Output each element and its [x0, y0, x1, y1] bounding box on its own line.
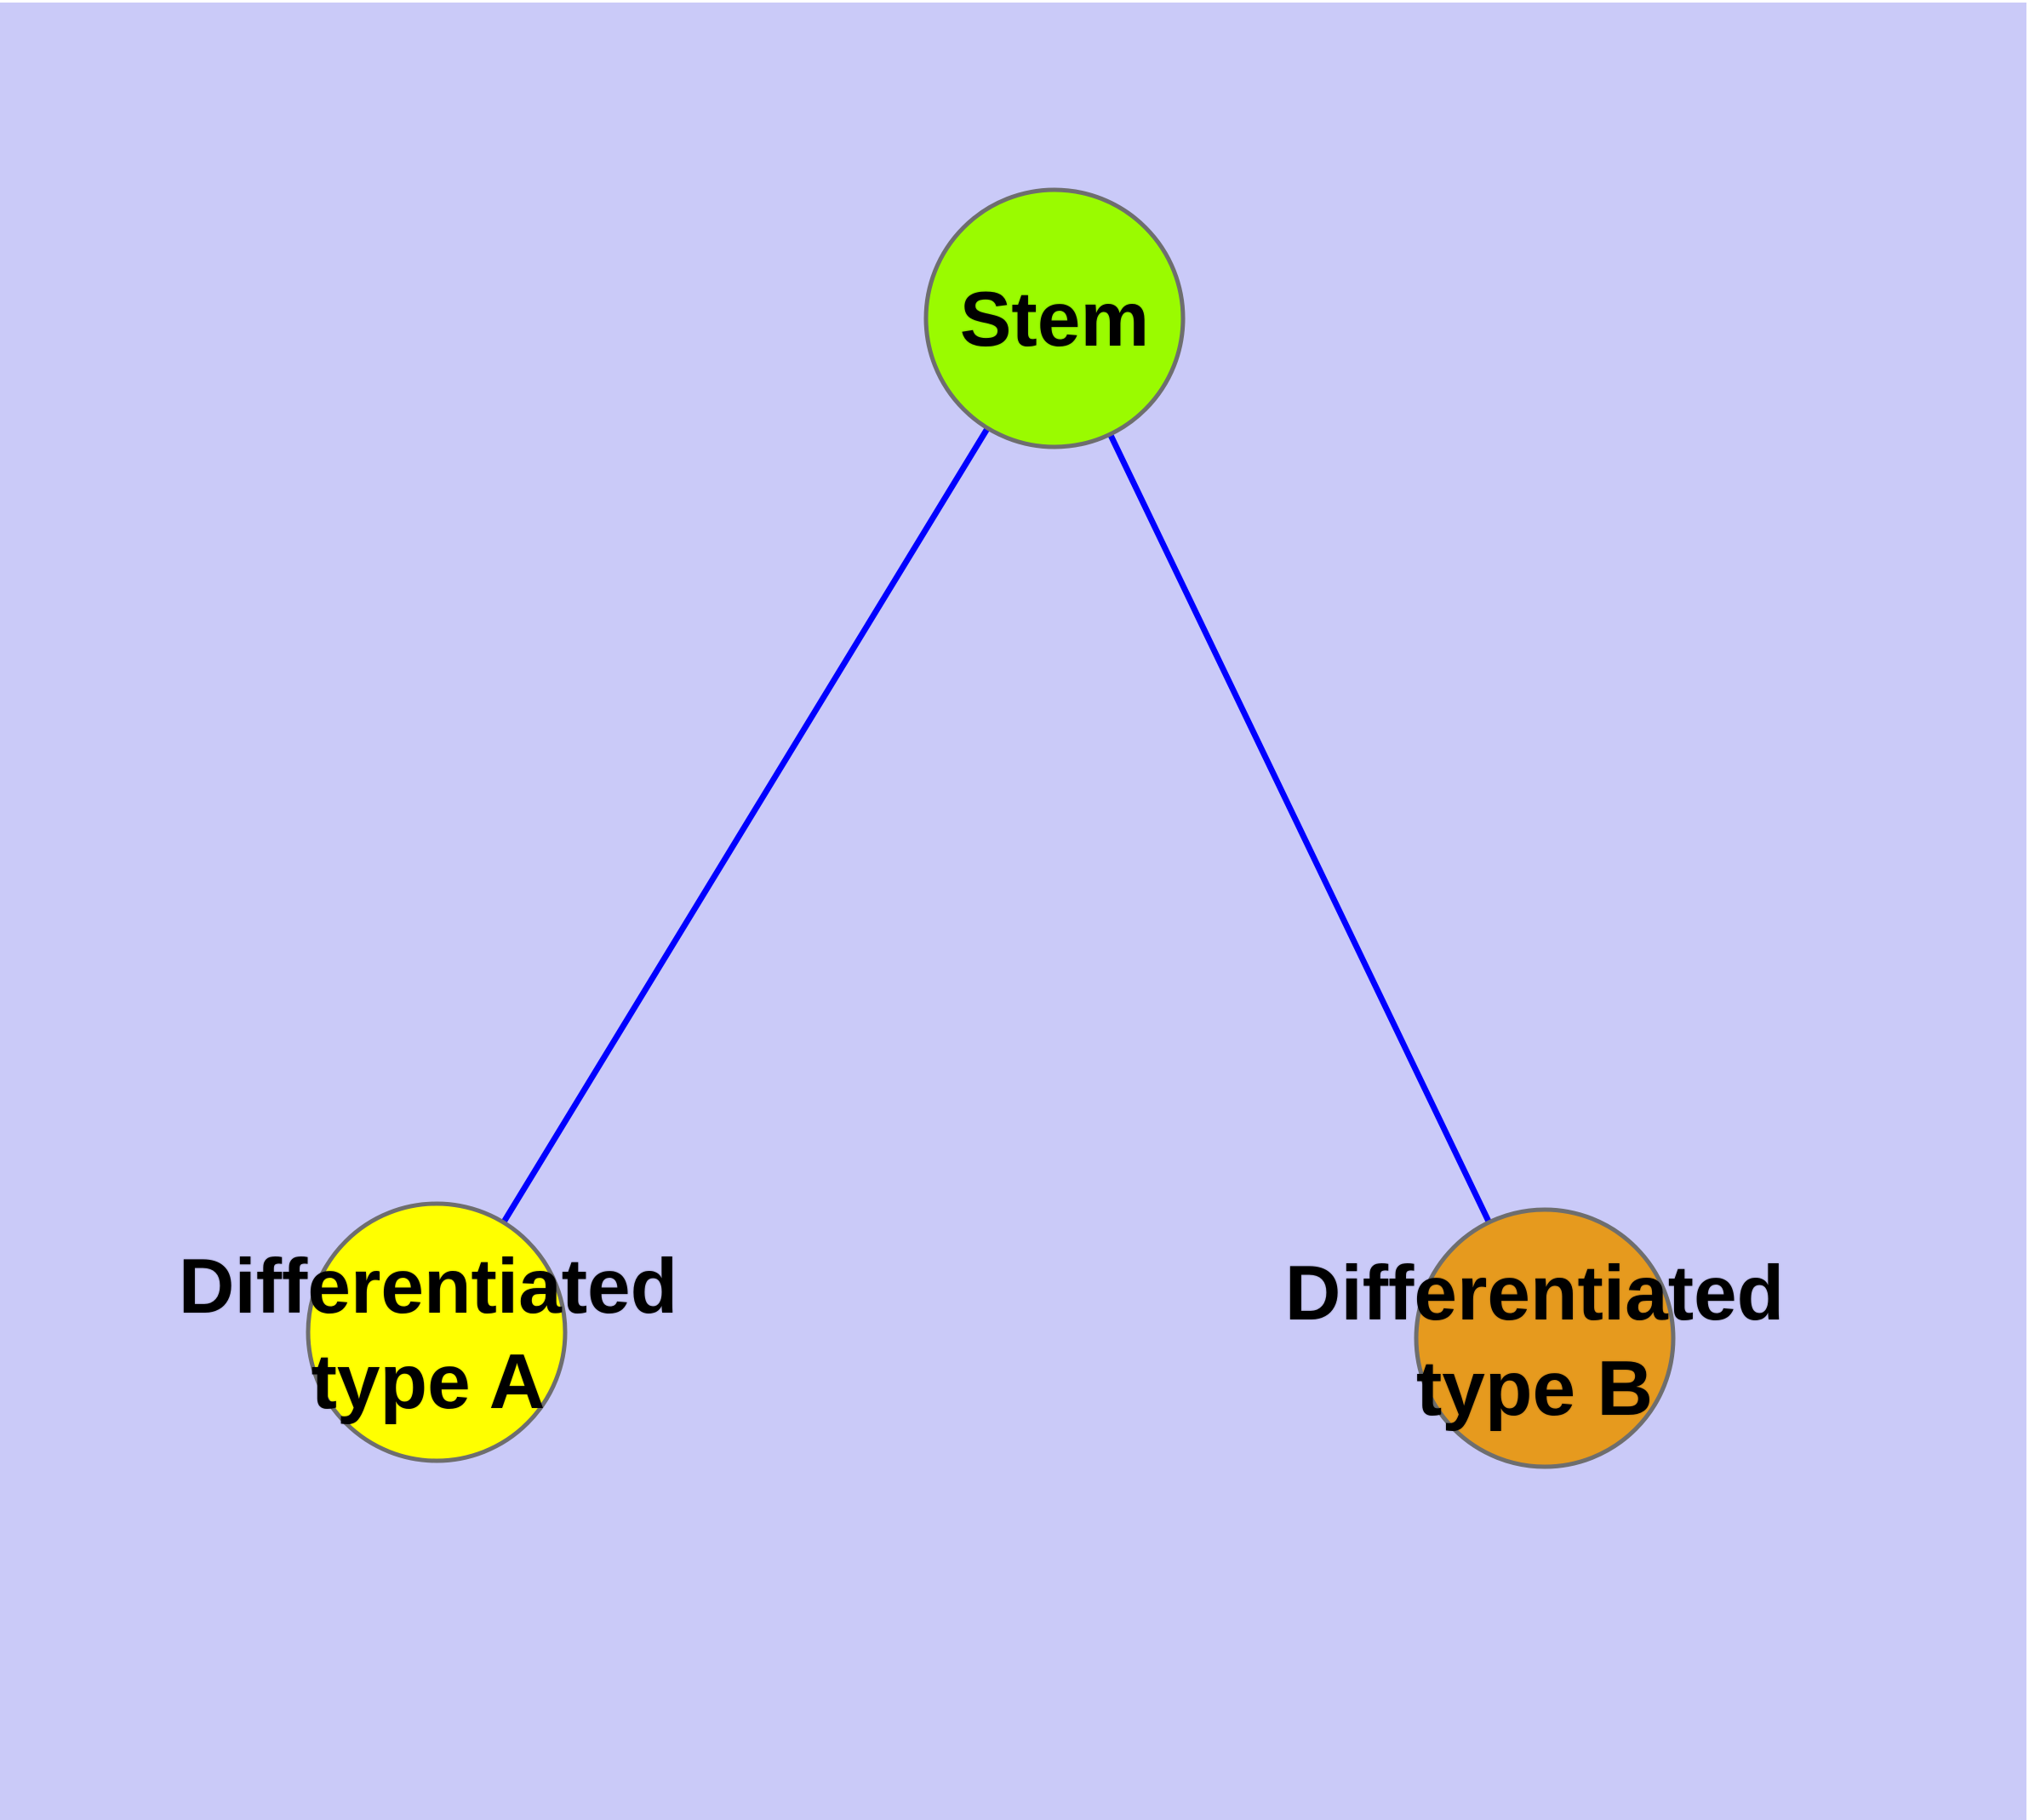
edge-stem-to-type-b: [1051, 317, 1548, 1340]
node-differentiated-type-a: [306, 1201, 568, 1463]
node-label-stem-line1: Stem: [959, 277, 1150, 363]
node-label-stem: Stem: [960, 272, 1150, 368]
node-label-differentiated-type-a: Differentiated type A: [179, 1239, 678, 1430]
page-margin-top: [0, 0, 2029, 3]
edge-stem-to-type-a: [434, 317, 1057, 1334]
node-differentiated-type-b: [1414, 1207, 1676, 1469]
node-label-differentiated-type-b: Differentiated type B: [1285, 1246, 1785, 1437]
node-stem: [923, 187, 1186, 449]
page-margin-right: [2026, 0, 2029, 1820]
node-label-type-a-line2: type A: [311, 1339, 546, 1425]
node-label-type-b-line2: type B: [1415, 1346, 1654, 1432]
node-label-type-a-line1: Differentiated: [178, 1244, 678, 1330]
node-label-type-b-line1: Differentiated: [1284, 1251, 1785, 1336]
